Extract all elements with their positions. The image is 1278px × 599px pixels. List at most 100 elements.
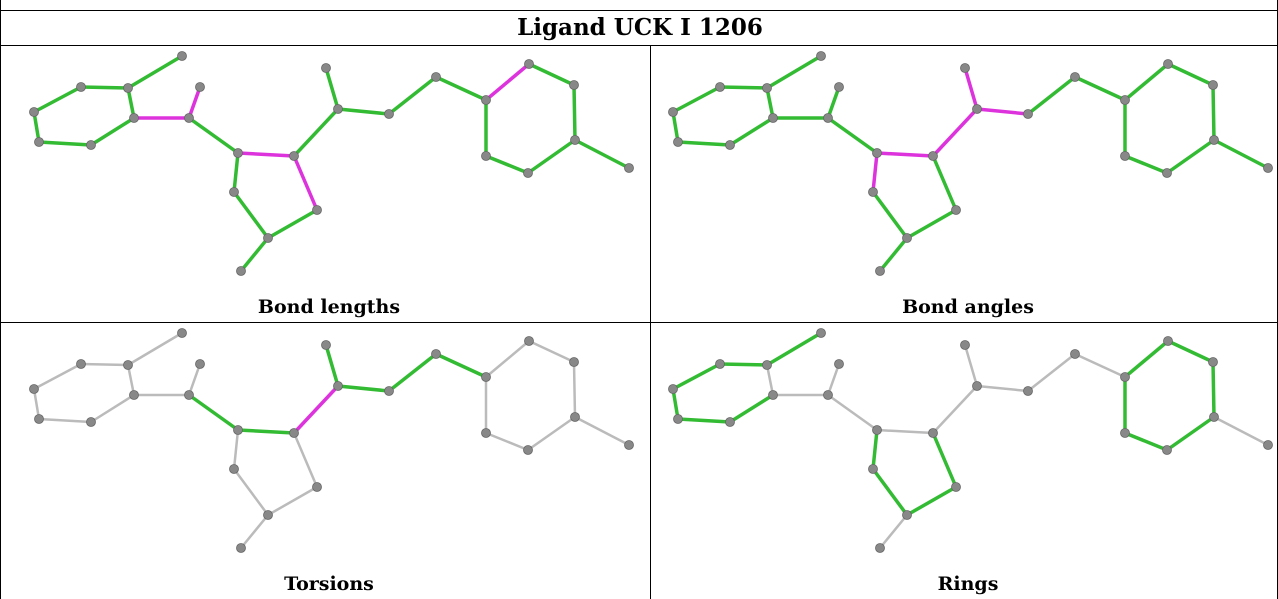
bond-inactive (826, 362, 841, 397)
bond-ok (1211, 83, 1216, 142)
bond-inactive (1026, 352, 1077, 393)
atom (76, 359, 86, 369)
atom (1023, 109, 1033, 119)
atom (624, 163, 634, 173)
atom (725, 140, 735, 150)
bond-ok (187, 393, 240, 432)
atom (1263, 163, 1273, 173)
bond-ok (266, 208, 319, 240)
atom (312, 482, 322, 492)
atom (263, 233, 273, 243)
bond-ok (676, 140, 732, 147)
bond-ok (126, 54, 184, 90)
bond-ok (1123, 339, 1170, 379)
bond-ok (1123, 431, 1169, 452)
bond-ok (1073, 75, 1127, 102)
atom (321, 63, 331, 73)
atom (1208, 357, 1218, 367)
bond-ok (187, 116, 240, 155)
atom (523, 168, 533, 178)
atom (875, 543, 885, 553)
atom (481, 95, 491, 105)
atom (875, 266, 885, 276)
atom (762, 83, 772, 93)
atom (928, 428, 938, 438)
atom (673, 414, 683, 424)
bond-ok (671, 362, 722, 391)
bond-outlier (484, 62, 531, 102)
bond-ok (1212, 138, 1270, 170)
atom (1263, 440, 1273, 450)
atom (868, 187, 878, 197)
atom (34, 414, 44, 424)
atom (960, 340, 970, 350)
atom (384, 386, 394, 396)
panel-caption: Bond lengths (257, 296, 401, 318)
bond-ok (718, 85, 769, 90)
bond-inactive (878, 513, 909, 550)
bond-ok (126, 86, 136, 120)
atom (481, 372, 491, 382)
atom (868, 464, 878, 474)
bond-outlier (187, 85, 202, 120)
bond-inactive (32, 387, 41, 421)
atom (1162, 445, 1172, 455)
atom (312, 205, 322, 215)
atom (123, 360, 133, 370)
atom (333, 104, 343, 114)
bond-outlier (875, 151, 935, 158)
atom (184, 113, 194, 123)
bond-ok (1123, 62, 1170, 102)
bond-ok (765, 86, 775, 120)
bond-inactive (79, 362, 130, 367)
bond-ok (878, 236, 909, 273)
bond-ok (434, 75, 488, 102)
bond-inactive (126, 363, 136, 397)
bond-outlier (963, 66, 979, 111)
atom (229, 187, 239, 197)
bond-ok (1123, 154, 1169, 175)
bond-ok (765, 54, 823, 90)
bond-ok (387, 352, 438, 393)
atom (129, 390, 139, 400)
atom (1208, 80, 1218, 90)
atom (762, 360, 772, 370)
atom (236, 543, 246, 553)
atom (524, 336, 534, 346)
bond-inactive (1073, 352, 1127, 379)
atom (569, 357, 579, 367)
atom (834, 359, 844, 369)
atom (902, 233, 912, 243)
atom (184, 390, 194, 400)
bond-outlier (236, 151, 296, 158)
bond-inactive (765, 363, 775, 397)
bond-ok (89, 116, 136, 147)
atom (725, 417, 735, 427)
bond-ok (387, 75, 438, 116)
atom (236, 266, 246, 276)
atom (668, 384, 678, 394)
atom (834, 82, 844, 92)
atom (321, 340, 331, 350)
bond-ok (826, 85, 841, 120)
bond-inactive (292, 431, 319, 489)
atom (1162, 168, 1172, 178)
bond-ok (728, 116, 775, 147)
bond-ok (232, 151, 240, 194)
atom (972, 381, 982, 391)
bond-outlier (292, 384, 340, 435)
bond-ok (572, 83, 577, 142)
atom (673, 137, 683, 147)
atom (715, 359, 725, 369)
atom (1163, 59, 1173, 69)
bond-ok (931, 154, 958, 212)
bond-ok (292, 107, 340, 158)
bond-inactive (963, 343, 979, 388)
atom (384, 109, 394, 119)
bond-ok (32, 110, 41, 144)
bond-inactive (931, 384, 979, 435)
bond-inactive (875, 428, 935, 435)
bond-ok (671, 387, 680, 421)
bond-inactive (266, 485, 319, 517)
